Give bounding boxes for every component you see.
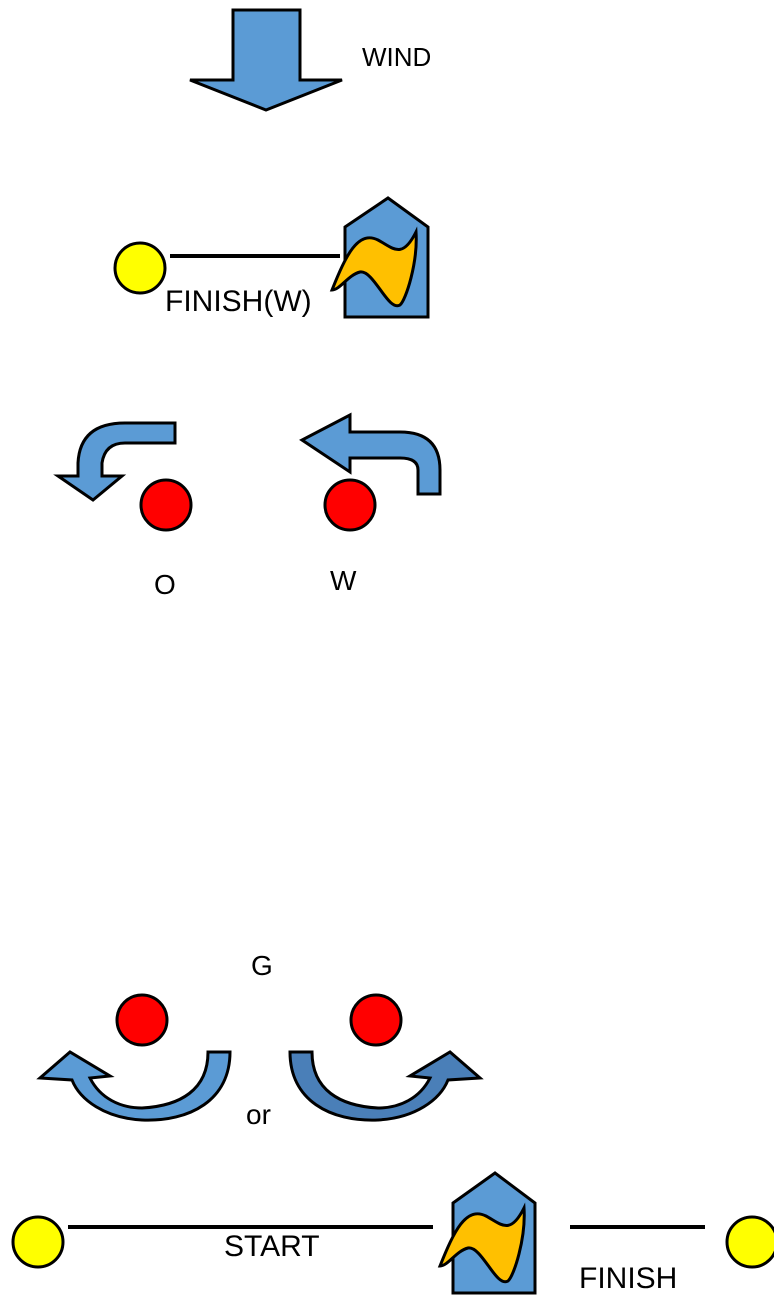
finish-buoy-icon [113, 241, 167, 295]
mark-o-label: O [154, 569, 176, 600]
committee-boat-icon [329, 196, 430, 319]
wind-arrow-icon [189, 8, 343, 112]
gate-mark-left-icon [115, 993, 169, 1047]
turn-arrow-right-icon [299, 412, 442, 496]
mark-o-icon [139, 478, 193, 532]
mark-w-icon [323, 478, 377, 532]
gate-arrow-right-icon [288, 1050, 484, 1122]
finish-buoy-right-icon [725, 1215, 774, 1269]
gate-arrow-left-icon [36, 1050, 232, 1122]
mark-g-label: G [251, 950, 273, 981]
start-buoy-icon [11, 1215, 65, 1269]
wind-label: WIND [362, 42, 431, 72]
finish-w-label: FINISH(W) [165, 285, 312, 318]
mark-w-label: W [330, 565, 357, 596]
turn-arrow-left-icon [53, 421, 177, 502]
start-label: START [224, 1230, 320, 1263]
finish-label: FINISH [579, 1262, 677, 1295]
gate-mark-right-icon [349, 993, 403, 1047]
committee-boat-bottom-icon [437, 1171, 537, 1295]
or-label: or [246, 1099, 271, 1130]
